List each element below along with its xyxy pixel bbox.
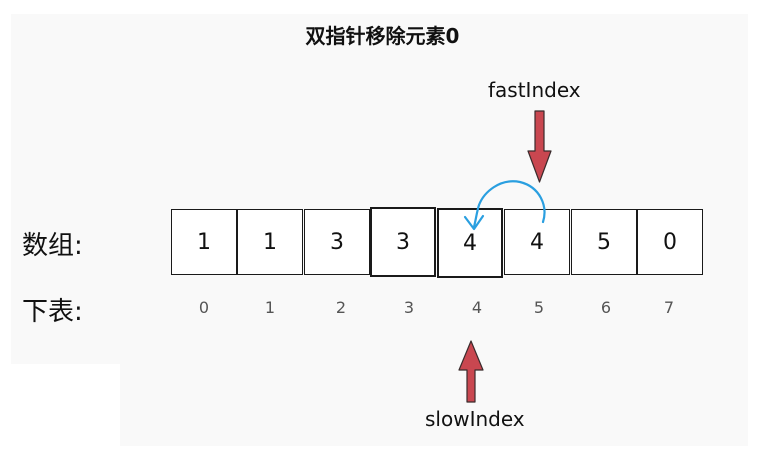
index-row-label: 下表: bbox=[22, 297, 83, 327]
diagram-background-lower bbox=[120, 364, 748, 446]
array-cell-6: 5 bbox=[571, 209, 637, 275]
array-cell-5: 4 bbox=[504, 209, 570, 275]
index-label-1: 1 bbox=[264, 298, 276, 317]
fast-index-arrow-icon bbox=[527, 110, 552, 183]
index-label-0: 0 bbox=[198, 298, 210, 317]
array-cell-1: 1 bbox=[237, 209, 303, 275]
index-label-4: 4 bbox=[471, 298, 483, 317]
index-label-6: 6 bbox=[600, 298, 612, 317]
array-row-label: 数组: bbox=[22, 231, 83, 261]
diagram-background bbox=[11, 14, 748, 364]
array-cell-3: 3 bbox=[370, 207, 436, 277]
index-label-7: 7 bbox=[663, 298, 675, 317]
array-cell-4: 4 bbox=[437, 208, 503, 278]
move-curve-arrow-icon bbox=[463, 180, 546, 231]
slow-index-arrow-icon bbox=[458, 340, 484, 403]
index-label-3: 3 bbox=[403, 298, 415, 317]
array-cell-7: 0 bbox=[637, 209, 703, 275]
index-label-2: 2 bbox=[335, 298, 347, 317]
slow-index-label: slowIndex bbox=[425, 407, 525, 431]
fast-index-label: fastIndex bbox=[488, 78, 581, 102]
diagram-title: 双指针移除元素0 bbox=[305, 24, 460, 48]
array-cell-0: 1 bbox=[171, 209, 237, 275]
index-label-5: 5 bbox=[533, 298, 545, 317]
array-cell-2: 3 bbox=[304, 209, 370, 275]
